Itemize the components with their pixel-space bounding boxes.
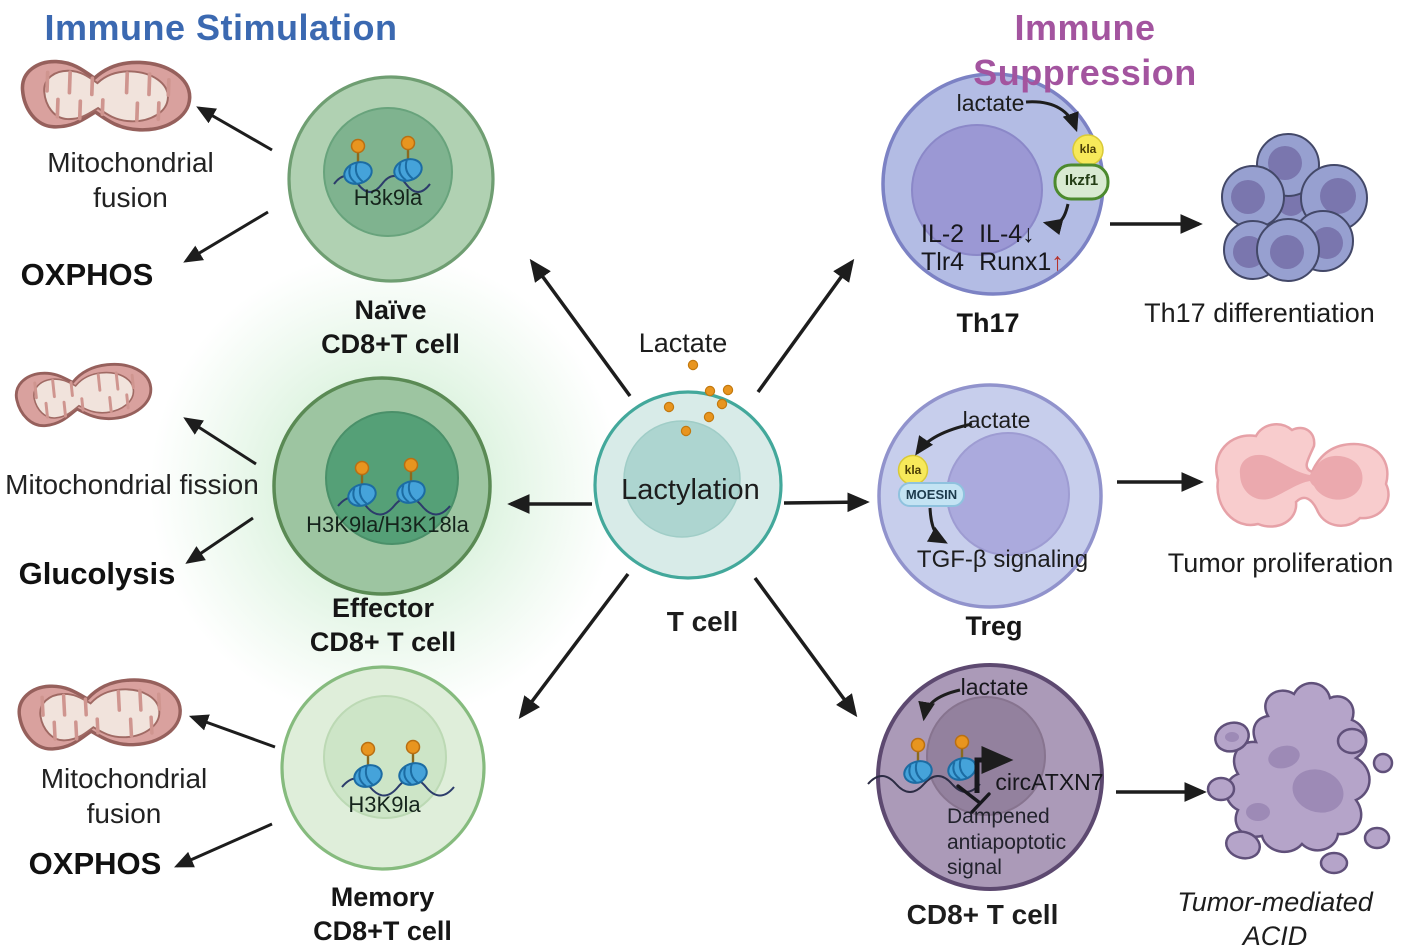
memory-process-bottom-label: OXPHOS (28, 846, 162, 881)
arrow-to-th17 (756, 258, 855, 394)
treg-kla-label: kla (904, 463, 922, 477)
memory-histone-label: H3K9la (348, 792, 421, 817)
memory-to-fusion-arrow (188, 714, 276, 749)
naive-to-oxphos-arrow (183, 210, 269, 263)
central-t-cell (593, 359, 783, 580)
effector-process-top-label: Mitochondrial fission (5, 469, 259, 500)
memory-cell-name: Memory CD8+T cell (313, 882, 452, 946)
th17-cell (881, 72, 1110, 296)
gene-runx1: Runx1 (979, 248, 1052, 276)
ikzf1-label: Ikzf1 (1064, 172, 1099, 189)
lactate-to-kla-arrow (915, 422, 973, 456)
t-cell-name: T cell (666, 606, 739, 637)
treg-cell (877, 383, 1103, 609)
tumor-proliferation-icon (1215, 423, 1390, 528)
effector-histone-label: H3K9la/H3K18la (306, 512, 469, 537)
naive-process-bottom-label: OXPHOS (20, 257, 154, 292)
lactylation-label: Lactylation (621, 474, 760, 506)
effector-to-glucolysis-arrow (185, 516, 254, 564)
treg-outcome-label: Tumor proliferation (1167, 548, 1394, 578)
arrow-to-treg (783, 492, 870, 513)
center-radiating-arrows (507, 258, 870, 720)
dampened-signal-label: Dampened antiapoptotic signal (947, 805, 1067, 880)
tgfb-signaling-label: TGF-β signaling (916, 546, 1089, 573)
treg-lactate-label: lactate (962, 407, 1031, 433)
memory-process-top-label: Mitochondrial fusion (40, 763, 208, 829)
left-process-arrows (174, 106, 276, 868)
ikzf1-to-nucleus-arrow (1042, 203, 1070, 236)
treg-cell-name: Treg (965, 611, 1023, 641)
mitochondria-fusion-icon-bottom (16, 675, 184, 753)
memory-to-oxphos-arrow (174, 822, 273, 868)
moesin-label: MOESIN (905, 487, 958, 502)
moesin-to-signal-arrow (926, 507, 948, 544)
mitochondria-fusion-icon-top (19, 56, 193, 134)
right-outcome-arrows (1110, 214, 1207, 802)
th17-genes-line1: IL-2 IL-4↓ (921, 219, 1081, 250)
lactate-dots (663, 359, 734, 437)
up-arrow-icon: ↑ (1051, 248, 1064, 276)
lactate-to-kla-arrow (1025, 100, 1079, 133)
naive-process-top-label: Mitochondrial fusion (47, 147, 214, 213)
lactate-title-label: Lactate (638, 328, 728, 358)
ikzf1-shape (1053, 163, 1110, 201)
suppression-header: Immune Suppression (973, 7, 1197, 93)
th17-cell-name: Th17 (956, 308, 1020, 338)
effector-cd8-cell (272, 376, 492, 596)
naive-cd8-cell (287, 75, 495, 283)
th17-genes-line2: Tlr4 Runx1↑ (921, 247, 1091, 278)
circatxn7-label: circATXN7 (995, 769, 1104, 795)
th17-kla-label: kla (1079, 142, 1097, 156)
stimulation-header: Immune Stimulation (44, 7, 398, 48)
lactate-entry-arrow (918, 688, 961, 722)
inhibition-bar (956, 784, 991, 814)
effector-process-bottom-label: Glucolysis (18, 556, 176, 591)
cd8-outcome-label: Tumor-mediated ACID (1177, 887, 1373, 946)
transcription-arrow (974, 745, 1014, 793)
gene-il4: IL-4 (979, 220, 1023, 248)
down-arrow-icon: ↓ (1022, 220, 1035, 248)
cd8-lactate-label: lactate (960, 674, 1029, 700)
tumor-acid-blob-icon (1206, 682, 1394, 875)
th17-outcome-label: Th17 differentiation (1144, 298, 1375, 328)
th17-lactate-label: lactate (956, 90, 1025, 116)
arrow-to-cd8 (753, 576, 858, 718)
gene-il2: IL-2 (921, 220, 965, 248)
dna-strand (867, 775, 981, 793)
suppressed-cd8-cell (867, 663, 1104, 891)
memory-cd8-cell (280, 665, 486, 871)
naive-histone-label: H3k9la (353, 185, 423, 210)
th17-cluster-icon (1221, 133, 1368, 282)
naive-cell-name: Naïve CD8+T cell (321, 295, 460, 359)
moesin-shape (898, 482, 965, 507)
cd8-cell-name: CD8+ T cell (906, 899, 1059, 930)
effector-to-fission-arrow (183, 417, 257, 466)
arrow-to-memory (518, 572, 630, 720)
gene-tlr4: Tlr4 (921, 248, 965, 276)
naive-to-fusion-arrow (196, 106, 273, 152)
effector-cell-name: Effector CD8+ T cell (309, 593, 457, 657)
arrow-to-naive (529, 258, 632, 398)
mitochondria-fission-icon (12, 358, 156, 430)
